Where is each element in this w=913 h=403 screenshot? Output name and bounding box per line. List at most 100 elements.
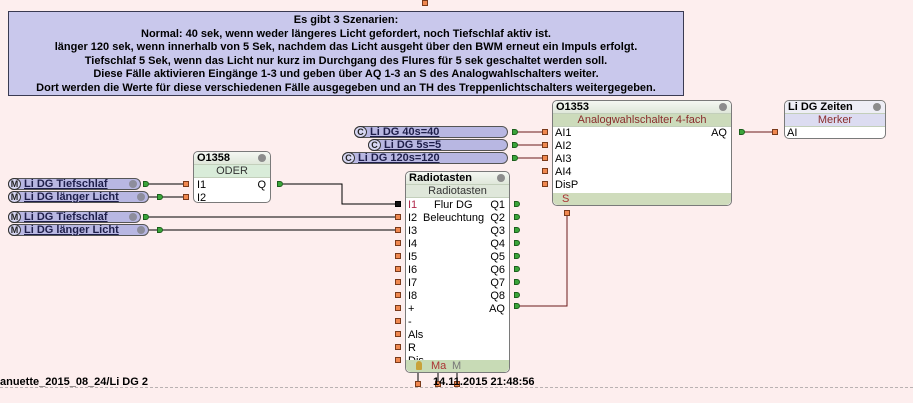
footer-m-label: M (452, 360, 462, 372)
radiotasten-input-pin[interactable] (395, 305, 401, 311)
analog-s-pin[interactable] (564, 210, 570, 216)
marker-label: Li DG Tiefschlaf (24, 211, 108, 223)
radiotasten-output-pin[interactable] (514, 227, 520, 233)
radiotasten-output-pin[interactable] (514, 292, 520, 298)
footer-pin[interactable] (415, 381, 421, 387)
radiotasten-input-pin[interactable] (395, 279, 401, 285)
port-label: I7 (408, 277, 418, 289)
info-icon[interactable] (497, 174, 505, 182)
block-description: Beleuchtung (423, 212, 485, 224)
footer-ma-label: Ma (431, 360, 447, 372)
const-output-pin[interactable] (512, 155, 518, 161)
port-label: Q2 (490, 212, 505, 224)
radiotasten-output-pin[interactable] (514, 266, 520, 272)
info-icon[interactable] (258, 154, 266, 162)
marker-output-pin[interactable] (157, 194, 163, 200)
port-label: Q7 (490, 277, 505, 289)
analogwahlschalter-block[interactable]: O1353 Analogwahlschalter 4-fach AI1 AI2 … (552, 100, 732, 206)
port-label: AI2 (555, 140, 572, 152)
marker-badge-icon: M (8, 191, 21, 203)
analog-output-pin-aq[interactable] (739, 129, 745, 135)
radiotasten-input-pin[interactable] (395, 227, 401, 233)
radiotasten-input-pin-i1[interactable] (395, 201, 401, 207)
top-connector-pin[interactable] (422, 0, 428, 6)
constant-badge-icon: C (354, 126, 367, 138)
analog-input-pin[interactable] (542, 129, 548, 135)
radiotasten-input-pin[interactable] (395, 344, 401, 350)
oder-block[interactable]: O1358 ODER I1 I2 Q (193, 151, 271, 204)
port-label: I4 (408, 238, 418, 250)
oder-output-pin-q[interactable] (277, 181, 283, 187)
constant-badge-icon: C (368, 139, 381, 151)
radiotasten-output-pin[interactable] (514, 279, 520, 285)
block-header: Radiotasten (406, 172, 509, 184)
radiotasten-output-pin[interactable] (514, 201, 520, 207)
radiotasten-input-pin[interactable] (395, 266, 401, 272)
block-id: Radiotasten (409, 172, 472, 184)
block-id: O1353 (556, 101, 590, 113)
timestamp: 14.11.2015 21:48:56 (433, 376, 535, 388)
block-description: Flur DG (434, 199, 473, 211)
block-type: Radiotasten (406, 184, 509, 198)
footer-pin[interactable] (435, 381, 441, 387)
block-id: O1358 (197, 152, 231, 164)
info-icon[interactable] (873, 103, 881, 111)
info-icon[interactable] (137, 226, 145, 234)
scenario-comment-box[interactable]: Es gibt 3 Szenarien: Normal: 40 sek, wen… (8, 11, 684, 96)
block-type: Merker (785, 113, 885, 127)
analog-input-pin[interactable] (542, 168, 548, 174)
marker-label: Li DG länger Licht (24, 224, 119, 236)
oder-input-pin-i1[interactable] (183, 181, 189, 187)
port-label: I6 (408, 264, 418, 276)
radiotasten-input-pin[interactable] (395, 214, 401, 220)
radiotasten-input-pin[interactable] (395, 357, 401, 363)
block-header: Li DG Zeiten (785, 101, 885, 113)
radiotasten-output-pin[interactable] (514, 240, 520, 246)
analog-input-pin[interactable] (542, 142, 548, 148)
merker-block[interactable]: Li DG Zeiten Merker AI (784, 100, 886, 139)
marker-output-pin[interactable] (157, 227, 163, 233)
port-label: Q5 (490, 251, 505, 263)
oder-input-pin-i2[interactable] (183, 194, 189, 200)
port-label: AI3 (555, 153, 572, 165)
radiotasten-output-pin[interactable] (514, 214, 520, 220)
merker-input-pin[interactable] (772, 129, 778, 135)
info-icon[interactable] (719, 103, 727, 111)
port-label: I1 (408, 199, 418, 211)
info-icon[interactable] (129, 213, 137, 221)
marker-output-pin[interactable] (143, 181, 149, 187)
analog-input-pin[interactable] (542, 155, 548, 161)
radiotasten-input-pin[interactable] (395, 240, 401, 246)
constant-label: Li DG 120s=120 (358, 152, 440, 164)
marker-badge-icon: M (8, 211, 21, 223)
const-output-pin[interactable] (512, 129, 518, 135)
analog-input-pin[interactable] (542, 181, 548, 187)
page-boundary-divider (0, 387, 913, 388)
radiotasten-input-pin[interactable] (395, 331, 401, 337)
radiotasten-output-pin-aq[interactable] (514, 303, 520, 309)
port-label: I5 (408, 251, 418, 263)
block-footer: S (553, 193, 731, 205)
port-label: AI (787, 127, 798, 139)
radiotasten-block[interactable]: Radiotasten Radiotasten I1 I2 I3 I4 I5 I… (405, 171, 510, 373)
info-icon[interactable] (129, 180, 137, 188)
radiotasten-input-pin[interactable] (395, 253, 401, 259)
lock-icon (416, 361, 422, 370)
radiotasten-input-pin[interactable] (395, 292, 401, 298)
footer-pin[interactable] (454, 381, 460, 387)
radiotasten-output-pin[interactable] (514, 253, 520, 259)
const-output-pin[interactable] (512, 142, 518, 148)
footer-s-label: S (562, 193, 570, 205)
port-label: Q1 (490, 199, 505, 211)
radiotasten-input-pin[interactable] (395, 318, 401, 324)
marker-output-pin[interactable] (143, 214, 149, 220)
info-icon[interactable] (137, 193, 145, 201)
